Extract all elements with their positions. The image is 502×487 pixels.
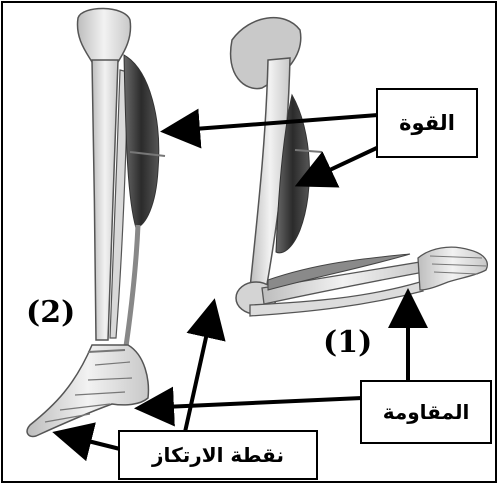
resistance-arrow-to-leg [142, 398, 362, 408]
scapula-bone [231, 18, 301, 89]
leg-figure-number: (2) [26, 295, 75, 330]
leg-figure [27, 8, 165, 436]
knee-joint [77, 8, 130, 62]
foot-bones [27, 345, 148, 436]
resistance-label: المقاومة [360, 380, 492, 444]
arm-figure-number: (1) [323, 325, 372, 360]
fulcrum-arrow-to-heel [60, 434, 124, 450]
force-label: القوة [376, 88, 478, 158]
calf-muscle [124, 55, 159, 228]
arm-figure [231, 18, 488, 316]
fulcrum-arrow-to-elbow [185, 306, 213, 432]
achilles-tendon [124, 225, 138, 360]
fulcrum-label: نقطة الارتكاز [118, 430, 318, 480]
hand-bones [418, 247, 487, 290]
